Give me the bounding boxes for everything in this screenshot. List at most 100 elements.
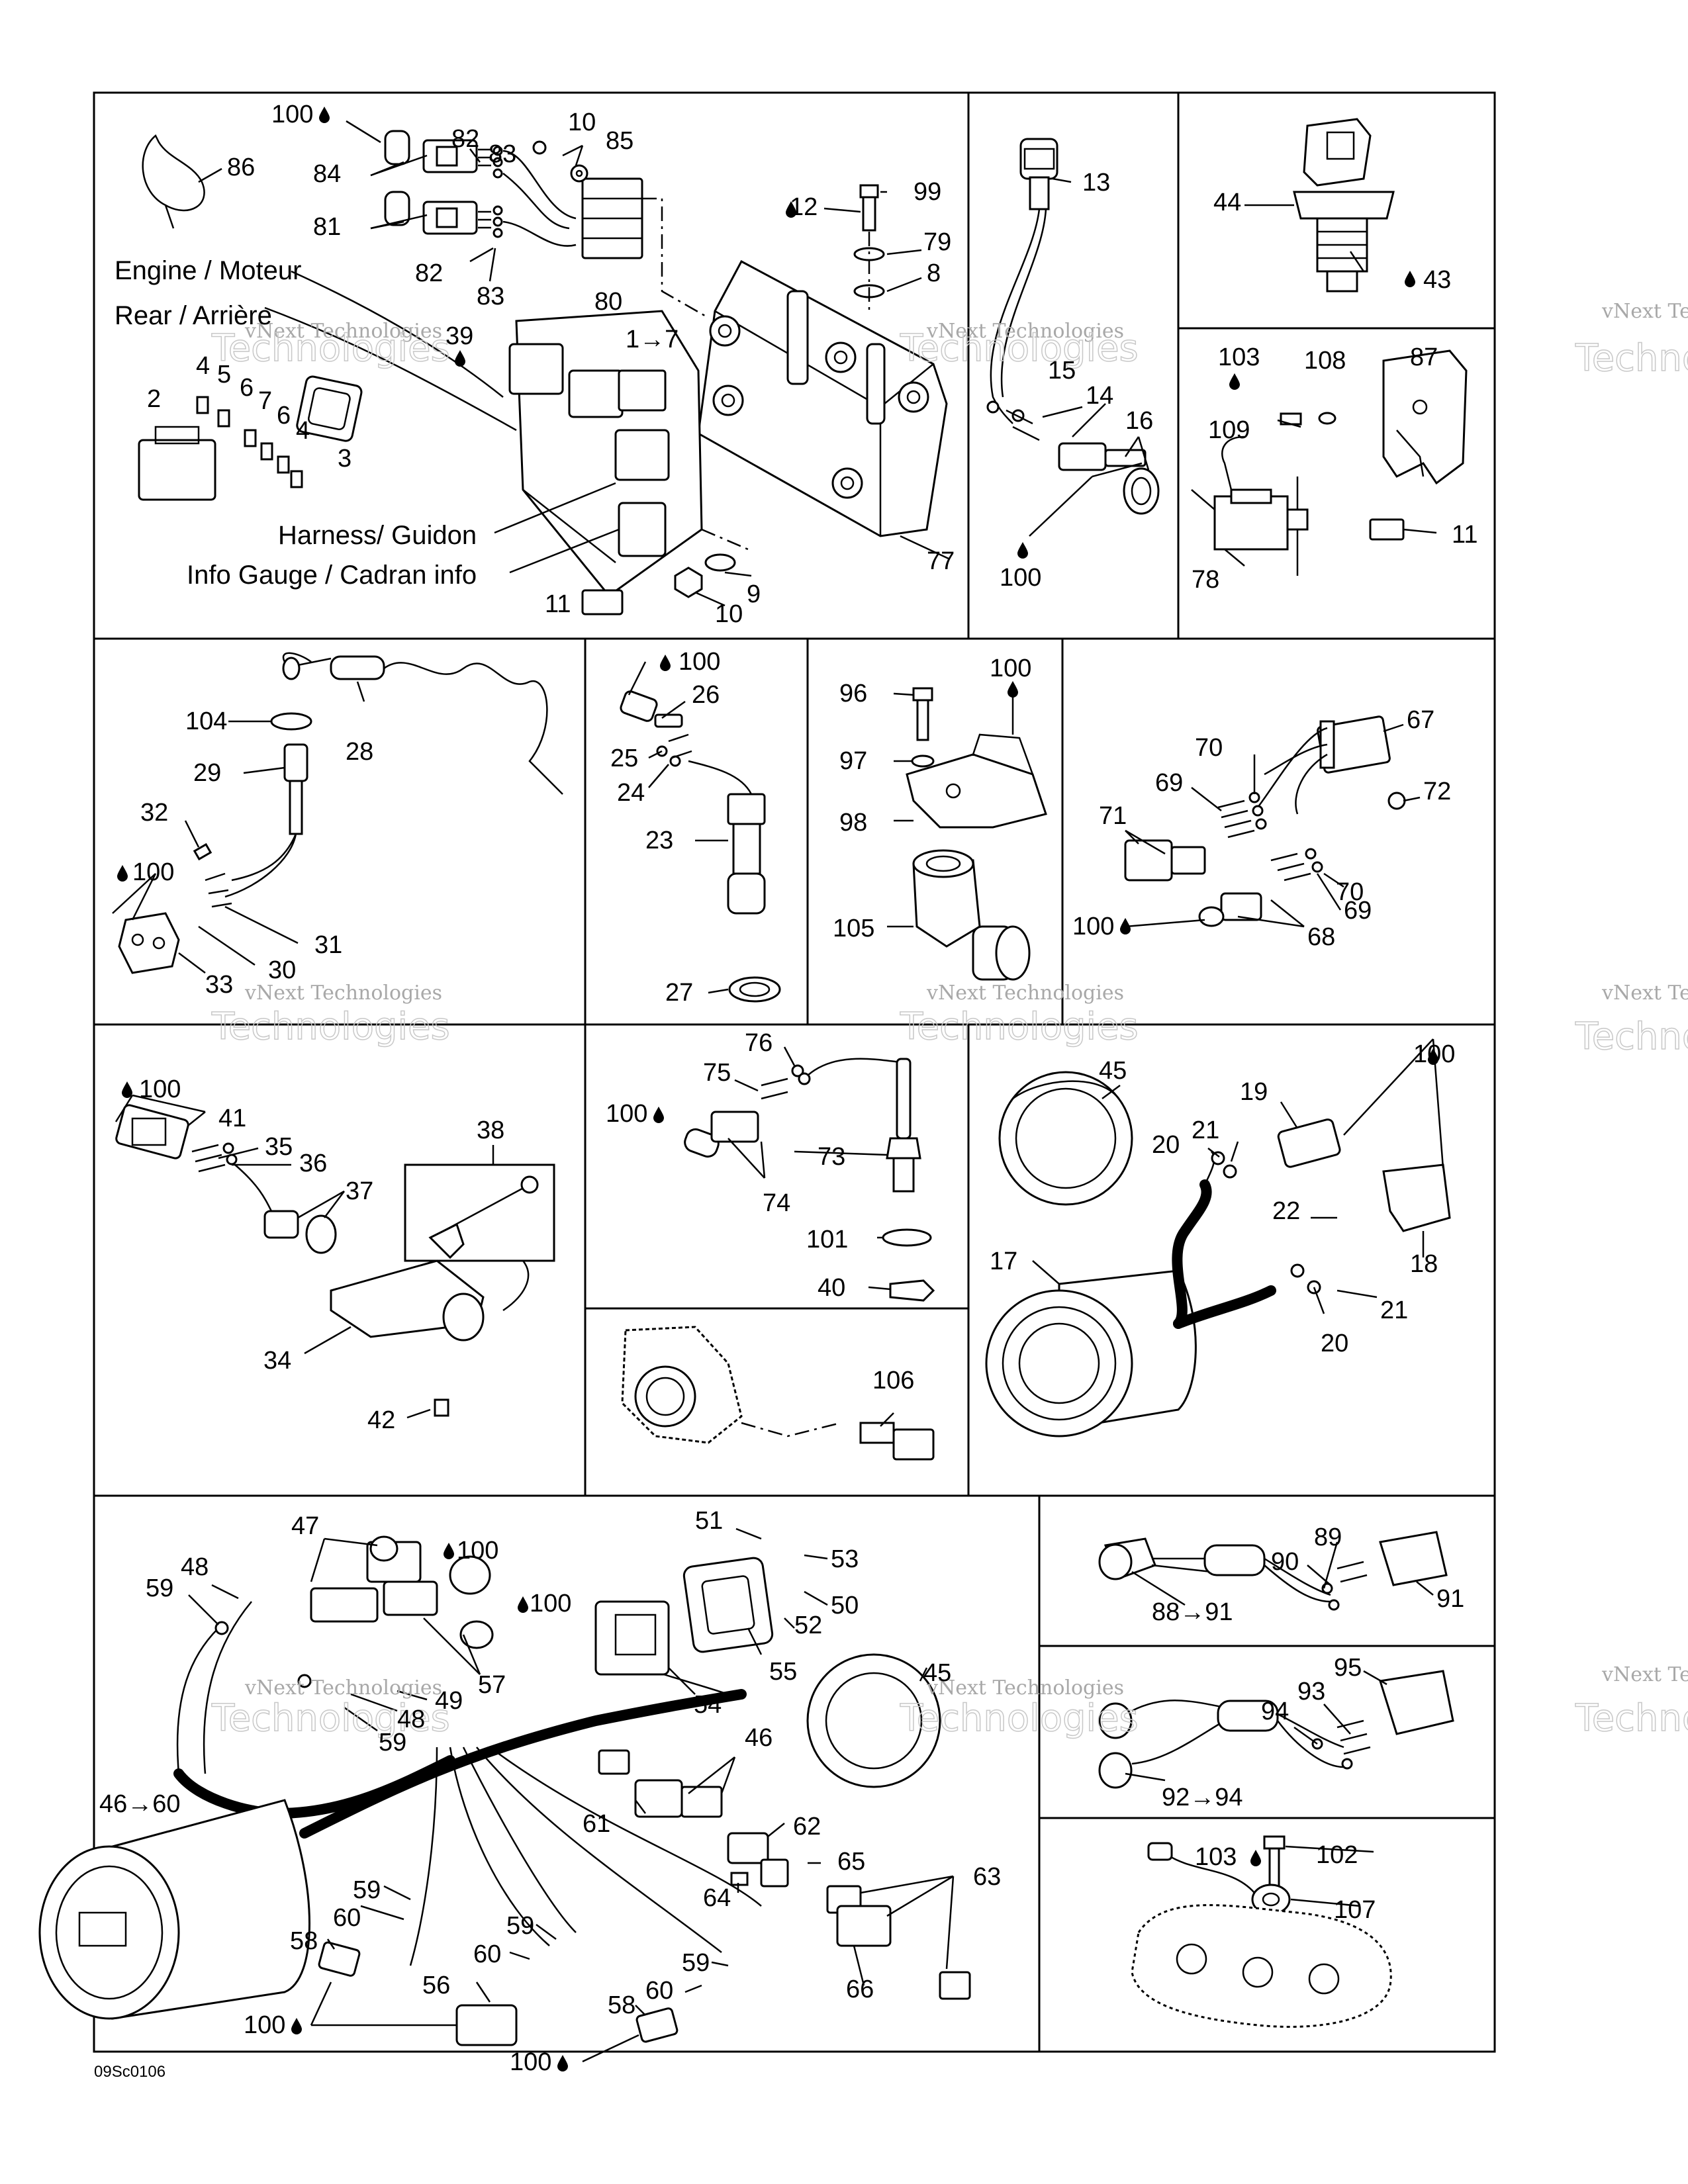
callout: 106 [872,1367,914,1394]
drop-icon [518,1596,528,1613]
callout: 88→91 [1152,1598,1233,1626]
callout: 100 [271,101,313,128]
section-labels: Engine / Moteur Rear / Arrière Harness/ … [94,256,477,2081]
callout: 59 [353,1876,381,1904]
callout: 84 [313,160,341,188]
callout: 48 [181,1553,209,1581]
callout: 49 [435,1687,463,1715]
callout: 62 [793,1813,821,1841]
sensor-13-illustration [986,138,1160,515]
callout: 11 [1452,521,1477,549]
callout: 51 [695,1507,723,1535]
knock-sensor-illustration [1131,1835,1392,2028]
lanyard-illustration [118,652,563,974]
callout: 31 [314,931,342,959]
drop-icon [653,1107,664,1123]
callout: 77 [927,547,955,575]
callout: 53 [831,1545,859,1573]
callout: 47 [291,1512,319,1540]
callout: 100 [244,2011,285,2039]
callout: 33 [205,971,233,999]
callout-numbers: 100 86 84 82 83 10 85 81 82 83 80 12 99 … [99,101,1477,2076]
drop-icon [319,107,330,123]
callout: 16 [1125,407,1153,435]
callout: 43 [1423,266,1451,294]
callout: 100 [606,1100,647,1128]
drop-icon [1250,1850,1261,1866]
svg-text:Technologies: Technologies [900,1697,1139,1740]
callout: 58 [290,1927,318,1955]
callout: 89 [1314,1524,1342,1551]
callout: 44 [1213,189,1241,216]
callout: 102 [1316,1841,1358,1869]
solenoid-78-illustration [1191,349,1468,576]
drop-icon [444,1543,454,1559]
callout: 101 [806,1226,848,1253]
svg-text:Technologies: Technologies [211,1005,450,1048]
callout: 59 [506,1912,534,1940]
svg-text:Technologies: Technologies [1575,1015,1688,1058]
drop-icon [1120,918,1131,934]
callout: 58 [608,1991,635,2019]
callout: 104 [185,707,227,735]
svg-text:vNext Technologies: vNext Technologies [244,320,442,343]
callout: 4 [296,417,310,445]
callout: 17 [990,1248,1017,1275]
callout: 19 [1240,1078,1268,1106]
callout: 21 [1380,1297,1408,1324]
watermarks: vNext Technologies Technologies vNext Te… [211,300,1688,1741]
callout: 34 [263,1347,291,1375]
callout: 36 [299,1150,327,1177]
callout: 8 [927,259,941,287]
callout: 93 [1297,1678,1325,1706]
leader-lines [112,120,1444,2063]
callout: 72 [1423,778,1451,805]
callout: 60 [473,1940,501,1968]
callout: 28 [346,738,373,766]
callout: 100 [990,655,1031,682]
callout: 27 [665,979,693,1007]
callout: 15 [1048,357,1076,385]
callout: 55 [769,1658,797,1686]
callout: 59 [146,1574,173,1602]
callout: 100 [1072,913,1114,940]
svg-text:vNext Technologies: vNext Technologies [926,1676,1124,1700]
svg-text:vNext Technologies: vNext Technologies [926,320,1124,343]
drop-icon [455,350,465,367]
switch-34-illustration [115,1104,555,1417]
callout: 79 [923,228,951,256]
callout: 35 [265,1133,293,1161]
callout: 69 [1344,897,1372,925]
svg-text:Technologies: Technologies [900,327,1139,370]
callout: 92→94 [1162,1784,1243,1811]
callout: 37 [346,1177,373,1205]
callout: 26 [692,681,720,709]
callout: 40 [818,1274,845,1302]
callout: 42 [367,1406,395,1434]
callout: 70 [1336,878,1364,906]
sensor-23-illustration [620,690,781,1003]
callout: 99 [914,178,941,206]
callout: 57 [478,1671,506,1699]
svg-text:vNext Technologies: vNext Technologies [926,981,1124,1005]
drop-icon [291,2018,302,2034]
drop-icon [1008,681,1018,698]
drop-icon [660,655,671,671]
figure-reference: 09Sc0106 [94,2063,165,2081]
callout: 65 [837,1848,865,1876]
callout: 94 [1261,1698,1289,1725]
callout: 7 [258,387,272,415]
callout: 30 [268,956,296,984]
callout: 90 [1271,1548,1299,1576]
main-harness-illustration [38,1535,971,2046]
callout: 75 [703,1059,731,1087]
callout: 29 [193,759,221,787]
callout: 20 [1321,1330,1348,1357]
callout: 63 [973,1863,1001,1891]
bracket-98-illustration [906,687,1047,981]
callout: 52 [794,1612,822,1639]
sensor-92-illustration [1098,1670,1454,1789]
callout: 54 [694,1691,722,1719]
callout: 71 [1099,802,1127,830]
